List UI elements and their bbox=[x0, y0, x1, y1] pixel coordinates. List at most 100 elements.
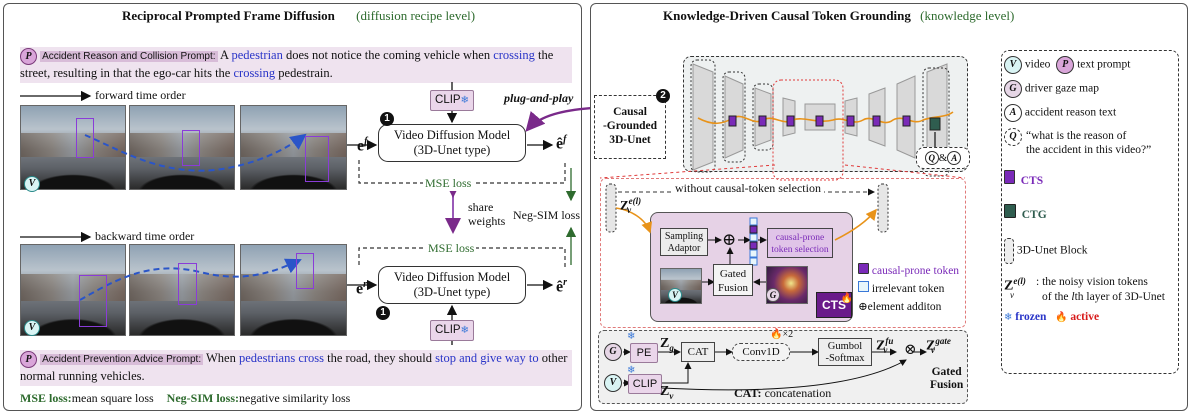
pedestrian-bbox bbox=[79, 275, 107, 327]
prompt-tag: Accident Reason and Collision Prompt: bbox=[40, 51, 218, 62]
token-legend: causal-prone token irrelevant token ⊕ele… bbox=[858, 263, 960, 313]
video-frame bbox=[20, 244, 126, 336]
left-panel-title: Reciprocal Prompted Frame Diffusion (dif… bbox=[122, 8, 475, 24]
prompt-text: A bbox=[217, 48, 232, 62]
prompt-keyword: stop and give way to bbox=[435, 351, 539, 365]
prompt-keyword: pedestrian bbox=[231, 48, 283, 62]
step-badge: 1 bbox=[380, 112, 394, 126]
right-subtitle: (knowledge level) bbox=[920, 8, 1015, 23]
cat-legend: CAT: concatenation bbox=[734, 386, 832, 400]
otimes-icon: ⊗ bbox=[904, 342, 917, 358]
video-badge: V bbox=[24, 320, 40, 336]
e-reverse-in: er bbox=[356, 279, 368, 298]
collision-prompt: P Accident Reason and Collision Prompt: … bbox=[20, 47, 572, 83]
zv-label: Zv bbox=[660, 384, 674, 401]
mse-loss-label: MSE loss bbox=[426, 241, 477, 256]
fire-icon: 🔥 bbox=[770, 329, 783, 340]
video-badge: V bbox=[668, 288, 682, 302]
mse-loss-label: MSE loss bbox=[423, 176, 474, 191]
video-diffusion-model-bottom: Video Diffusion Model (3D-Unet type) bbox=[378, 266, 526, 304]
clip-encoder-bottom: CLIP❄ bbox=[430, 320, 474, 341]
right-title-text: Knowledge-Driven Causal Token Grounding bbox=[663, 8, 911, 23]
video-badge: V bbox=[604, 374, 622, 392]
cts-connectors bbox=[605, 183, 889, 286]
conv-repeat: 🔥×2 bbox=[770, 329, 794, 340]
pedestrian-bbox bbox=[296, 253, 314, 289]
prompt-keyword: crossing bbox=[493, 48, 535, 62]
e-reverse-hat: êr bbox=[556, 277, 568, 296]
clip-encoder: CLIP bbox=[628, 374, 662, 394]
backward-time-label: backward time order bbox=[95, 229, 195, 243]
unet-drawing bbox=[690, 59, 954, 181]
prompt-text: the street, resulting in that the ego-ca… bbox=[20, 48, 554, 80]
loss-legend: MSE loss:mean square loss Neg-SIM loss:n… bbox=[20, 391, 351, 405]
cts-label-box: CTS🔥 bbox=[816, 292, 853, 318]
video-frame bbox=[129, 244, 235, 336]
right-panel-title: Knowledge-Driven Causal Token Grounding … bbox=[663, 8, 1014, 24]
gaze-badge: G bbox=[766, 288, 780, 302]
gated-connectors bbox=[623, 348, 927, 391]
video-frame bbox=[129, 105, 235, 190]
qa-input: Q&A bbox=[916, 147, 970, 169]
zfu-label: Zfuv bbox=[876, 336, 894, 356]
cat-box: CAT bbox=[681, 342, 715, 362]
snowflake-icon: ❄ bbox=[627, 365, 636, 376]
prompt-keyword: crossing bbox=[233, 66, 276, 80]
snowflake-icon: ❄ bbox=[460, 325, 469, 336]
without-selection-label: without causal-token selection bbox=[672, 181, 824, 196]
prompt-tag: Accident Prevention Advice Prompt: bbox=[40, 354, 204, 365]
prevention-prompt: P Accident Prevention Advice Prompt: Whe… bbox=[20, 350, 572, 386]
gaze-badge: G bbox=[604, 343, 622, 361]
zoom-lines bbox=[599, 164, 966, 179]
prompt-text: other normal running vehicles. bbox=[20, 351, 568, 383]
step-badge: 2 bbox=[656, 89, 670, 103]
e-forward-hat: êf bbox=[556, 134, 567, 153]
vdm-title: Video Diffusion Model bbox=[393, 128, 511, 142]
pedestrian-bbox bbox=[178, 263, 197, 305]
conv1d-box: Conv1D bbox=[732, 343, 790, 361]
snowflake-icon: ❄ bbox=[1004, 312, 1013, 323]
clip-encoder-top: CLIP❄ bbox=[430, 90, 474, 111]
forward-time-label: forward time order bbox=[95, 88, 186, 102]
video-badge: V bbox=[24, 176, 40, 192]
vdm-title: Video Diffusion Model bbox=[393, 270, 511, 284]
prompt-text: When bbox=[203, 351, 239, 365]
pedestrian-bbox bbox=[305, 136, 329, 182]
step-badge: 1 bbox=[376, 306, 390, 320]
plus-circle-icon: ⊕ bbox=[722, 230, 737, 249]
vdm-subtitle: (3D-Unet type) bbox=[413, 285, 491, 299]
video-thumb bbox=[660, 268, 702, 304]
pedestrian-bbox bbox=[76, 118, 94, 158]
prompt-badge: P bbox=[20, 350, 37, 368]
video-diffusion-model-top: Video Diffusion Model (3D-Unet type) bbox=[378, 124, 526, 162]
pedestrian-bbox bbox=[182, 130, 200, 166]
trajectory-arrow bbox=[79, 258, 302, 301]
zg-label: Zg bbox=[660, 336, 674, 353]
left-subtitle: (diffusion recipe level) bbox=[356, 8, 476, 23]
fire-icon: 🔥 bbox=[1054, 312, 1068, 323]
legend-box bbox=[1001, 50, 1179, 374]
zgate-label: Zgatev bbox=[926, 336, 951, 356]
prompt-keyword: pedestrians cross bbox=[238, 351, 325, 365]
plug-and-play-label: plug-and-play bbox=[504, 91, 574, 105]
gumbel-softmax-box: Gumbol-Softmax bbox=[818, 338, 872, 366]
prompt-text: the road, they should bbox=[324, 351, 436, 365]
snowflake-icon: ❄ bbox=[460, 95, 469, 106]
prompt-text: pedestrain. bbox=[275, 66, 333, 80]
trajectory-arrow bbox=[84, 133, 307, 172]
cts-detail-region bbox=[600, 178, 966, 328]
snowflake-icon: ❄ bbox=[627, 331, 636, 342]
vdm-subtitle: (3D-Unet type) bbox=[413, 143, 491, 157]
neg-sim-loss-label: Neg-SIM loss bbox=[513, 208, 581, 222]
pe-encoder: PE bbox=[630, 343, 658, 363]
video-frame bbox=[20, 105, 126, 190]
fire-icon: 🔥 bbox=[840, 293, 853, 304]
prompt-badge: P bbox=[20, 47, 37, 65]
prompt-text: does not notice the coming vehicle when bbox=[282, 48, 494, 62]
